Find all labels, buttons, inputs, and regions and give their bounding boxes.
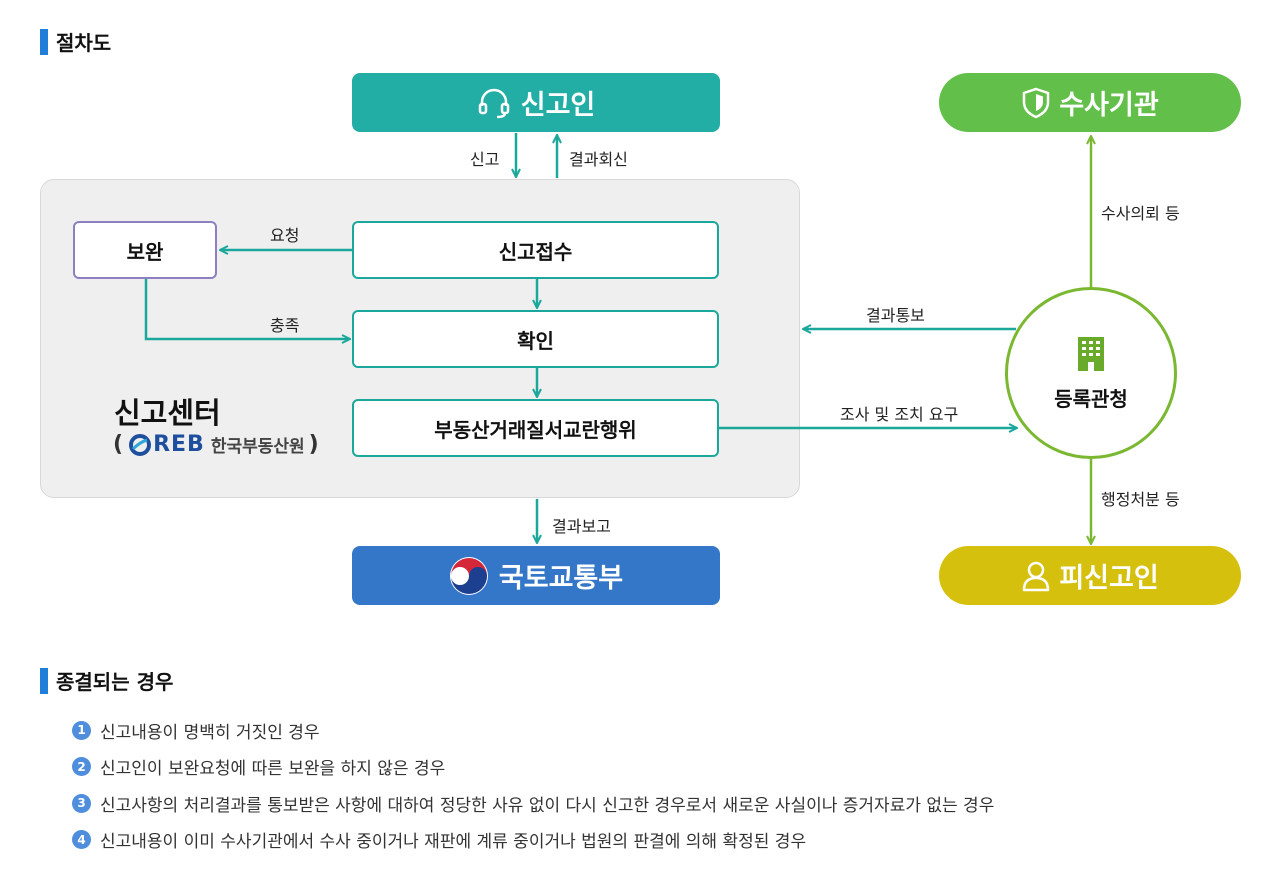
building-icon — [1078, 336, 1104, 371]
supplement-box: 보완 — [73, 221, 217, 279]
case-text: 신고내용이 명백히 거짓인 경우 — [100, 722, 320, 743]
logo-paren-open: ( — [113, 432, 124, 457]
case-number-badge: 2 — [72, 757, 91, 777]
list-item: 4 신고내용이 이미 수사기관에서 수사 중이거나 재판에 계류 중이거나 법원… — [72, 822, 994, 859]
termination-case-list: 1 신고내용이 명백히 거짓인 경우 2 신고인이 보완요청에 따른 보완을 하… — [72, 712, 994, 858]
logo-paren-close: ) — [308, 432, 319, 457]
shield-icon — [1023, 87, 1050, 118]
step-confirm-label: 확인 — [517, 328, 554, 353]
reported-person-label: 피신고인 — [1059, 563, 1159, 594]
case-number-badge: 3 — [72, 793, 91, 813]
reb-logo-text: REB — [153, 432, 205, 457]
label-fulfill: 충족 — [270, 316, 300, 335]
procedure-section-title: 절차도 — [40, 27, 111, 56]
label-reply: 결과회신 — [569, 150, 628, 169]
label-result-report: 결과보고 — [552, 517, 611, 536]
label-investigation-request: 수사의뢰 등 — [1101, 204, 1180, 223]
person-icon — [1023, 561, 1050, 591]
label-report: 신고 — [470, 150, 500, 169]
section-accent-bar — [40, 28, 48, 55]
reporter-label: 신고인 — [520, 90, 596, 121]
case-text: 신고사항의 처리결과를 통보받은 사항에 대하여 정당한 사유 없이 다시 신고… — [100, 795, 995, 816]
taegeuk-icon — [449, 556, 488, 595]
investigation-agency-box: 수사기관 — [939, 73, 1241, 132]
step-receive-label: 신고접수 — [498, 239, 573, 264]
registrar-circle: 등록관청 — [1005, 287, 1177, 459]
ministry-label: 국토교통부 — [498, 563, 624, 594]
ministry-box: 국토교통부 — [352, 546, 720, 605]
report-center-name: 신고센터 — [114, 396, 221, 430]
case-text: 신고내용이 이미 수사기관에서 수사 중이거나 재판에 계류 중이거나 법원의 … — [100, 832, 807, 853]
reb-logo-line: ( REB 한국부동산원 ) — [113, 432, 319, 457]
label-investigate-request: 조사 및 조치 요구 — [840, 405, 959, 424]
step-violation-box: 부동산거래질서교란행위 — [352, 399, 719, 457]
termination-title-text: 종결되는 경우 — [56, 670, 174, 694]
case-text: 신고인이 보완요청에 따른 보완을 하지 않은 경우 — [100, 759, 446, 780]
procedure-title-text: 절차도 — [56, 31, 112, 55]
label-admin-action: 행정처분 등 — [1101, 490, 1180, 509]
step-confirm-box: 확인 — [352, 310, 719, 368]
headset-icon — [478, 88, 509, 118]
label-request: 요청 — [270, 226, 300, 245]
case-number-badge: 1 — [72, 720, 91, 740]
supplement-label: 보완 — [126, 239, 164, 264]
list-item: 2 신고인이 보완요청에 따른 보완을 하지 않은 경우 — [72, 749, 994, 786]
case-number-badge: 4 — [72, 830, 91, 850]
reb-logo-icon: REB — [129, 432, 205, 457]
step-receive-box: 신고접수 — [352, 221, 719, 279]
org-name: 한국부동산원 — [210, 437, 305, 457]
label-result-notice: 결과통보 — [866, 306, 925, 325]
section-accent-bar — [40, 667, 48, 694]
step-violation-label: 부동산거래질서교란행위 — [434, 417, 637, 442]
list-item: 1 신고내용이 명백히 거짓인 경우 — [72, 712, 994, 749]
list-item: 3 신고사항의 처리결과를 통보받은 사항에 대하여 정당한 사유 없이 다시 … — [72, 785, 994, 822]
termination-section-title: 종결되는 경우 — [40, 666, 173, 695]
reported-person-box: 피신고인 — [939, 546, 1241, 605]
registrar-label: 등록관청 — [1054, 386, 1128, 411]
reporter-box: 신고인 — [352, 73, 720, 132]
investigation-agency-label: 수사기관 — [1059, 90, 1159, 121]
